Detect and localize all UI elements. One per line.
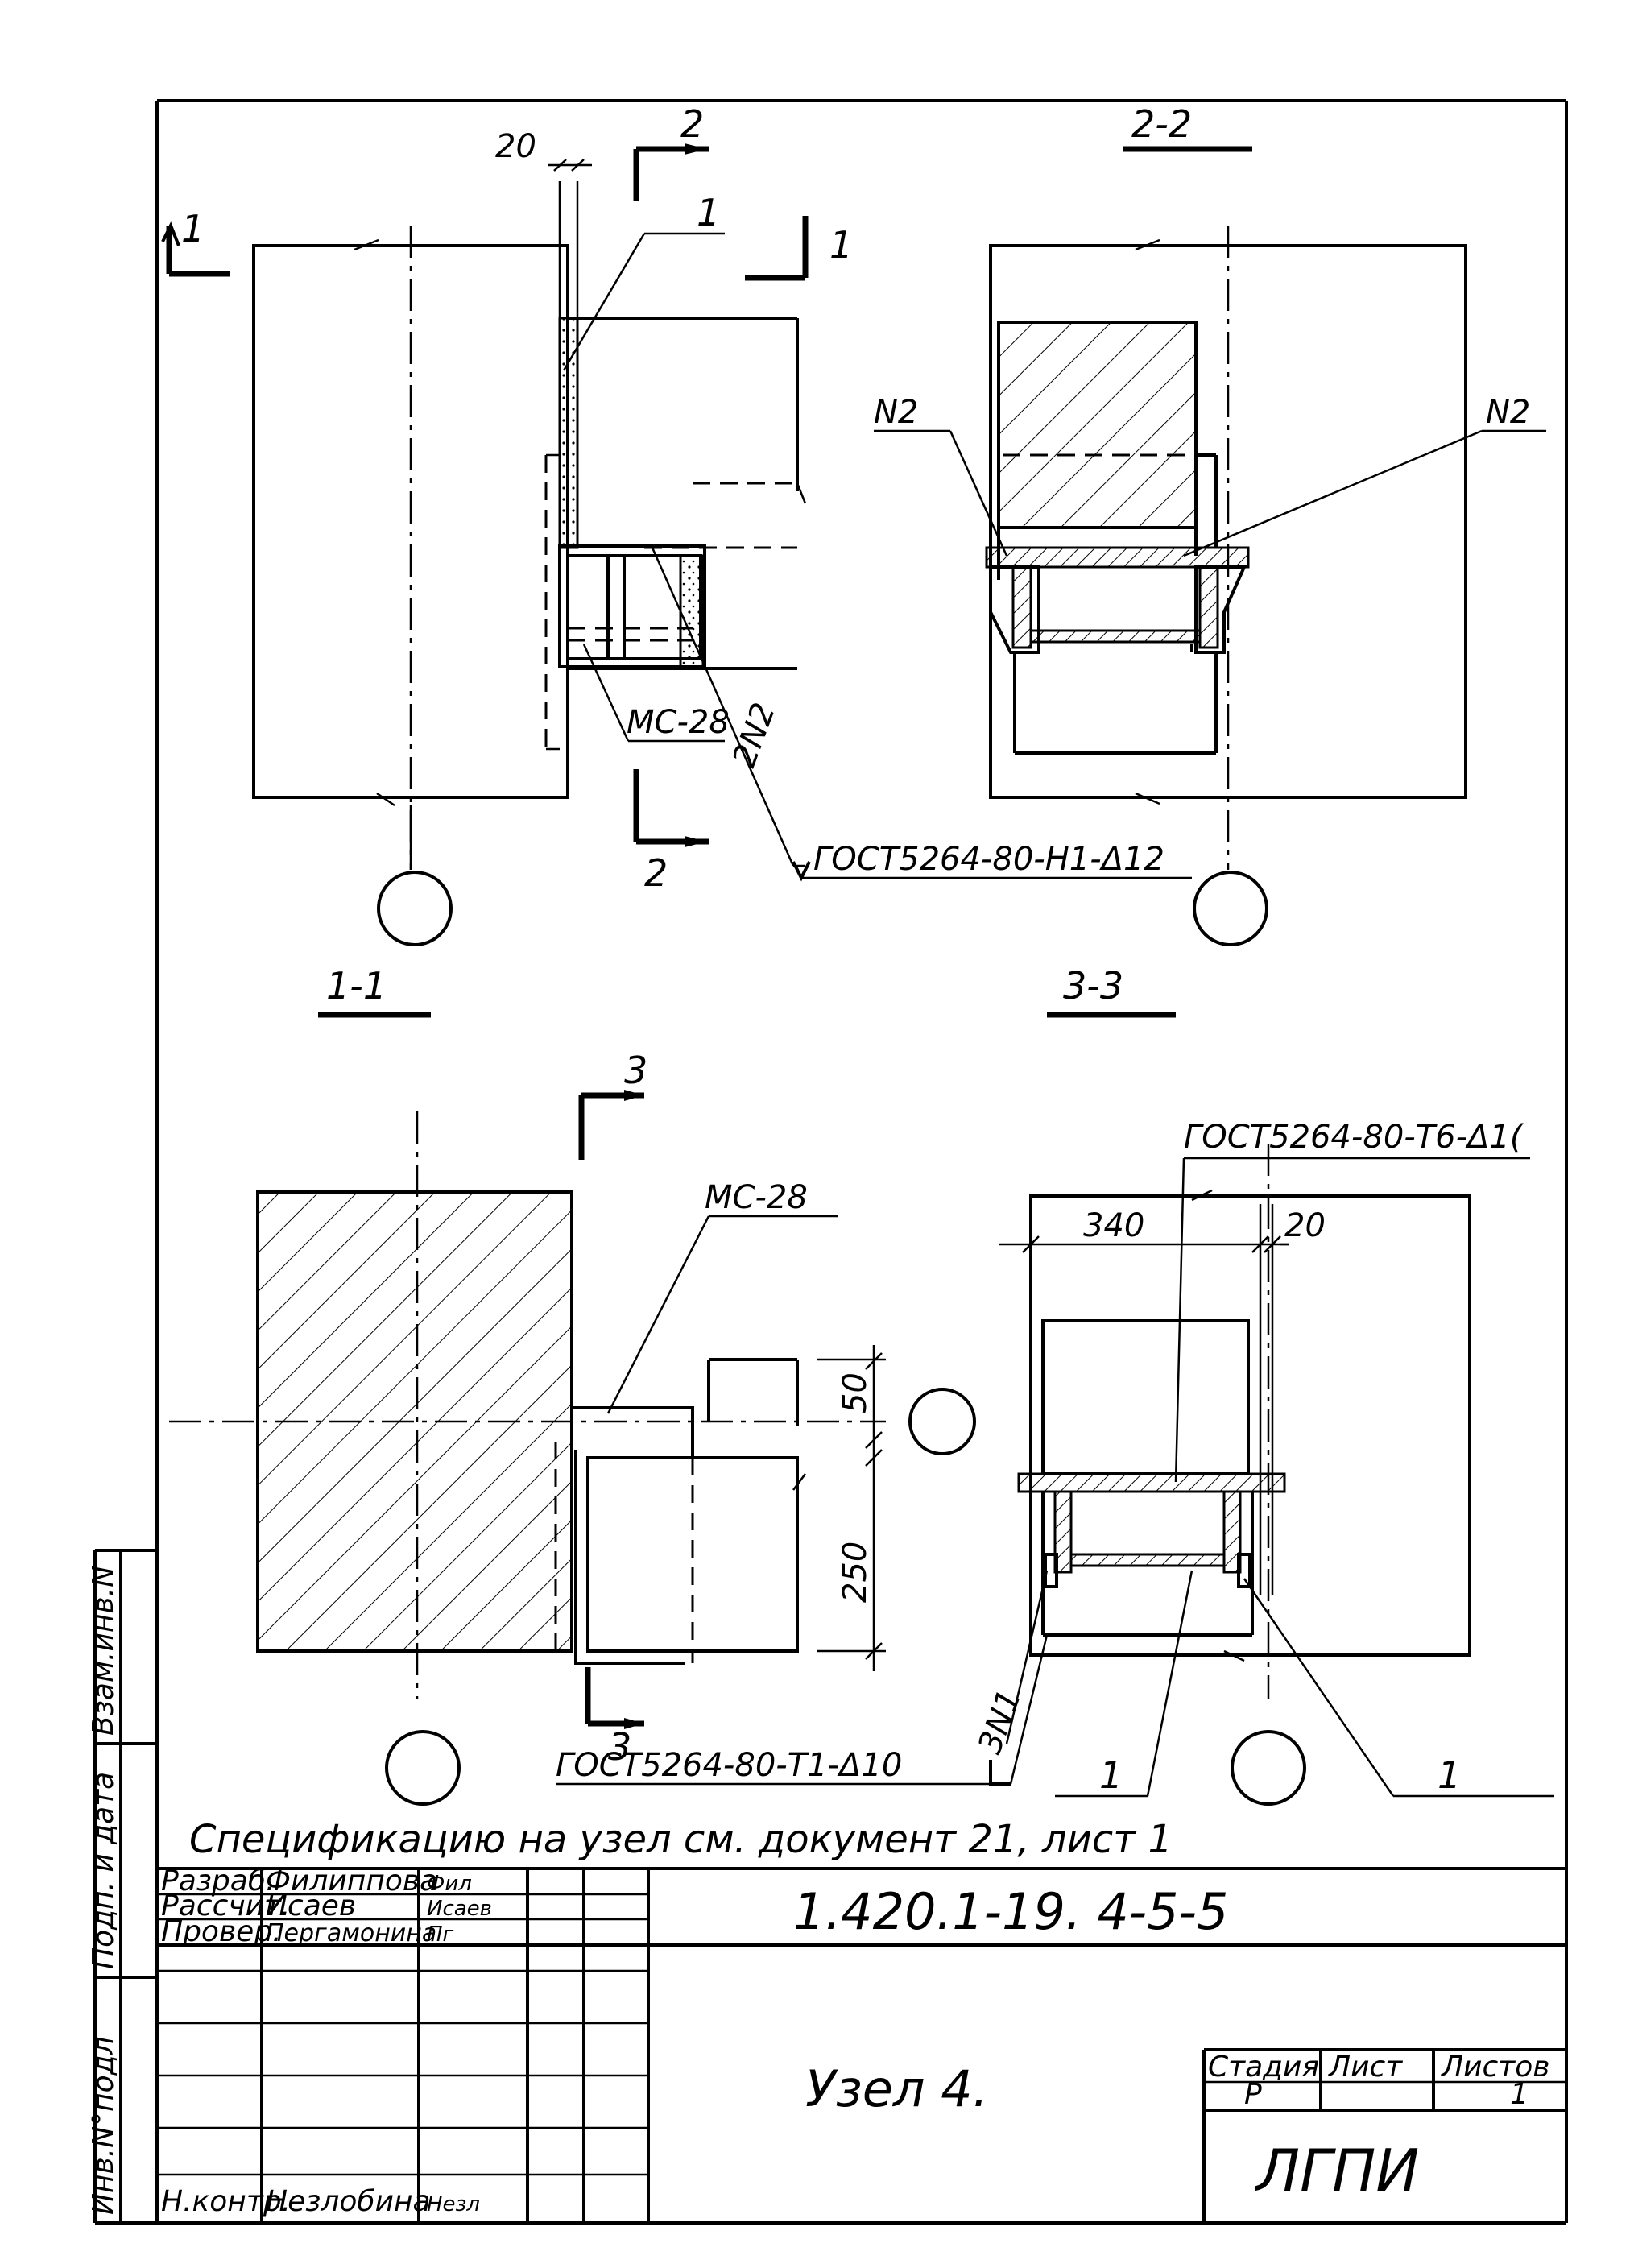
view-3-3 [999, 1144, 1554, 1806]
side-label-sign-date: Подп. и дата [87, 1772, 120, 1969]
cut-label-3-top: 3 [624, 1049, 647, 1092]
leader-gost-t1 [556, 1634, 1049, 1786]
label-gost-t6: ГОСТ5264-80-Т6-Δ1( [1184, 1119, 1524, 1156]
cut-marker-2-top [633, 143, 709, 201]
dim-250: 250 [837, 1542, 874, 1603]
tb-sign-calc: Исаев [427, 1897, 492, 1921]
stage-header: Стадия [1208, 2051, 1319, 2084]
doc-number: 1.420.1-19. 4-5-5 [793, 1882, 1228, 1941]
tb-role-calc: Рассчит. [161, 1889, 290, 1922]
side-label-replace: Взам.инв.N [87, 1566, 120, 1736]
section-title-3-3: 3-3 [1063, 964, 1123, 1008]
section-title-1-1: 1-1 [326, 964, 387, 1008]
sheet-header: Лист [1327, 2051, 1403, 2084]
label-2n2: 2N2 [726, 698, 783, 772]
label-n2-left: N2 [874, 394, 918, 431]
view-1-1 [252, 159, 807, 946]
cut-label-1-right: 1 [829, 223, 853, 267]
label-pos-1-b: 1 [1438, 1753, 1461, 1797]
tb-name-checker: Пергамонина [266, 1919, 436, 1947]
label-pos-1-a: 1 [1099, 1753, 1123, 1797]
specification-note: Спецификацию на узел см. документ 21, ли… [189, 1817, 1173, 1862]
cut-marker-2-bottom [633, 769, 709, 847]
cut-marker-1-right [745, 216, 809, 281]
label-pos-1-top: 1 [697, 191, 720, 234]
tb-name-developer: Филиппова [266, 1864, 437, 1898]
cut-label-1-left: 1 [181, 207, 205, 250]
section-title-2-2: 2-2 [1131, 102, 1192, 146]
side-stamp: Взам.инв.N Подп. и дата Инв.N°подл [87, 1549, 157, 2223]
label-mc28-bottom: МС-28 [705, 1179, 808, 1216]
cut-marker-3-top [578, 1090, 644, 1160]
cut-marker-3-bottom [585, 1667, 644, 1729]
organization: ЛГПИ [1254, 2137, 1419, 2204]
tb-name-calc: Исаев [266, 1889, 356, 1922]
label-mc28-top: МС-28 [627, 704, 730, 741]
dim-20-top: 20 [495, 128, 536, 165]
tb-role-developer: Разраб. [161, 1864, 275, 1898]
tb-role-normcontrol: Н.контр. [161, 2185, 291, 2218]
sheets-value: 1 [1510, 2078, 1529, 2111]
tb-sign-normcontrol: Незл [427, 2192, 480, 2216]
cut-label-2-bottom: 2 [644, 851, 668, 895]
dim-340: 340 [1083, 1207, 1144, 1244]
label-gost-h1: ГОСТ5264-80-Н1-Δ12 [813, 841, 1164, 878]
drawing-title: Узел 4. [805, 2059, 988, 2118]
dim-20-bottom: 20 [1284, 1207, 1326, 1244]
dim-50: 50 [837, 1372, 874, 1413]
cut-marker-1-left [161, 221, 230, 277]
label-gost-t1: ГОСТ5264-80-Т1-Δ10 [556, 1747, 902, 1784]
cut-label-3-bottom: 3 [608, 1725, 631, 1769]
leader-gost-h1 [792, 861, 1192, 882]
side-label-inv: Инв.N°подл [87, 2036, 120, 2215]
cut-label-2-top: 2 [680, 102, 704, 146]
stage-value: Р [1244, 2078, 1262, 2111]
label-n2-right: N2 [1486, 394, 1530, 431]
tb-name-normcontrol: Незлобина [266, 2185, 431, 2218]
view-bottom-left [169, 1111, 976, 1806]
sheets-header: Листов [1440, 2051, 1549, 2084]
title-block [157, 1867, 1566, 2223]
tb-role-checker: Провер. [161, 1915, 282, 1948]
tb-sign-developer: Фил [427, 1872, 472, 1896]
view-2-2 [874, 226, 1546, 946]
tb-sign-checker: Пг [427, 1922, 454, 1947]
